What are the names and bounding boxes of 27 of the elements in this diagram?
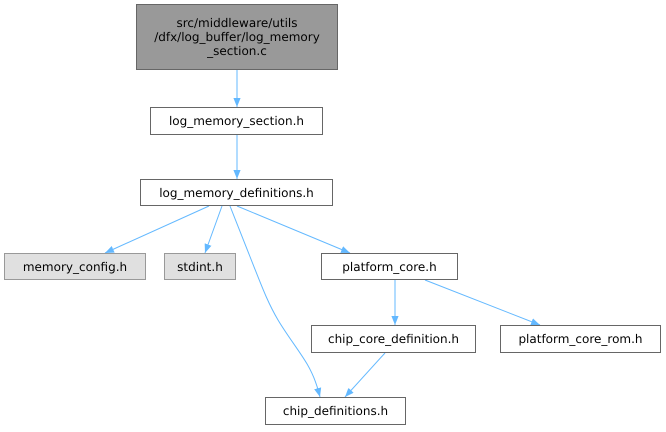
source-file-box xyxy=(136,4,338,70)
header-file-box xyxy=(4,253,146,280)
header-file-box xyxy=(321,253,458,280)
file-name: log_memory_section.h xyxy=(168,114,304,128)
file-name: log_memory_definitions.h xyxy=(159,186,314,200)
arrow xyxy=(204,206,222,254)
file-name: src/middleware/utils /dfx/log_buffer/log_memory _section.c xyxy=(153,16,321,58)
header-file-box xyxy=(164,253,236,280)
header-file-box xyxy=(500,325,661,353)
file-name: chip_core_definition.h xyxy=(328,332,460,346)
arrow xyxy=(344,352,386,398)
file-name: stdint.h xyxy=(177,260,223,274)
file-name: memory_config.h xyxy=(22,260,128,274)
arrow xyxy=(233,70,241,108)
header-file-box xyxy=(150,107,323,135)
header-file-box xyxy=(140,179,333,206)
file-name: platform_core_rom.h xyxy=(518,332,643,346)
arrow xyxy=(104,206,210,254)
arrow xyxy=(391,280,399,326)
header-file-box xyxy=(265,397,406,425)
arrow xyxy=(236,206,350,254)
file-name: chip_definitions.h xyxy=(282,404,388,418)
arrow xyxy=(424,280,540,326)
file-name: platform_core.h xyxy=(342,260,437,274)
arrow xyxy=(230,206,322,398)
arrow xyxy=(233,134,241,180)
header-file-box xyxy=(311,325,476,353)
